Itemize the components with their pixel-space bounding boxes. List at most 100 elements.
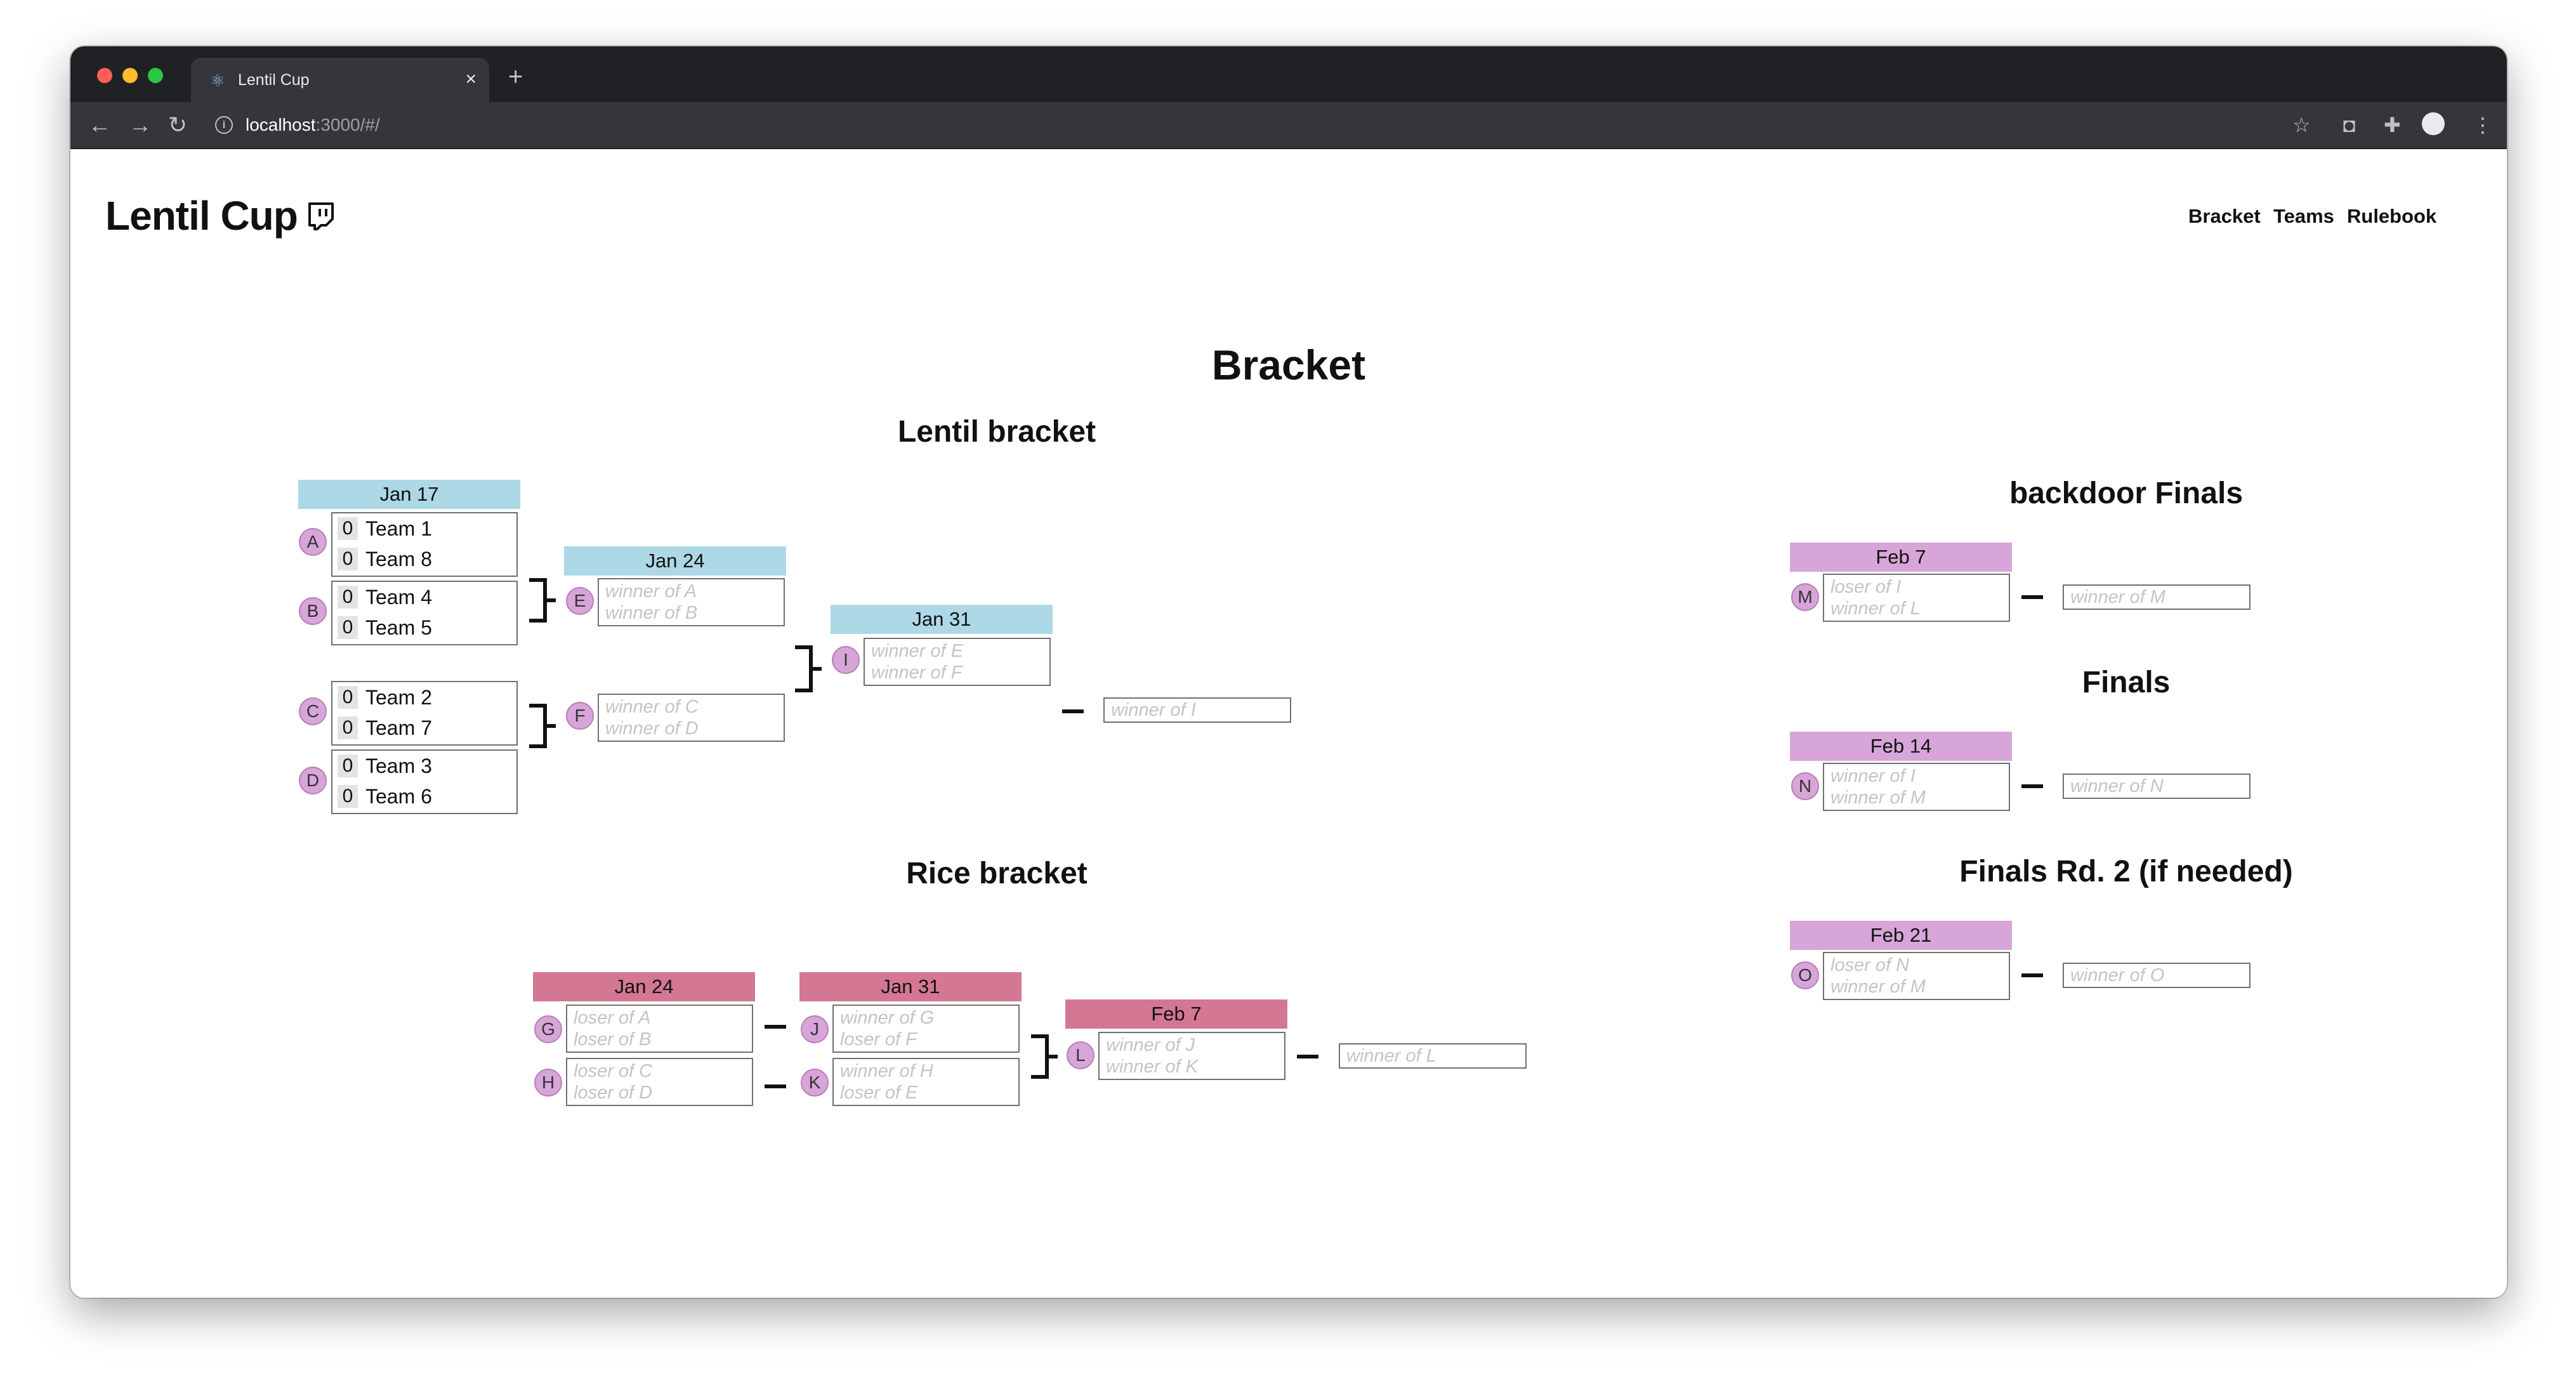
date-header: Jan 31: [831, 605, 1053, 634]
bracket-connector-tip: [546, 724, 556, 728]
date-header: Jan 31: [799, 972, 1022, 1001]
team-row: 0 Team 2: [338, 685, 432, 710]
forward-arrow-icon[interactable]: →: [129, 112, 152, 138]
finals-winner-box: winner of N: [2063, 774, 2251, 799]
site-title[interactable]: Lentil Cup: [105, 193, 298, 239]
team-name[interactable]: Team 1: [365, 517, 432, 540]
extensions-icon[interactable]: ✚: [2384, 114, 2401, 136]
team-name[interactable]: Team 6: [365, 784, 432, 808]
match-badge-b: B: [299, 597, 327, 625]
score: 0: [338, 686, 358, 709]
backdoor-finals-title: backdoor Finals: [2009, 477, 2244, 510]
match-e-box: winner of A winner of B: [598, 578, 785, 626]
match-f-box: winner of C winner of D: [598, 694, 785, 742]
bracket-connector: [1031, 1034, 1058, 1079]
match-l-box: winner of J winner of K: [1098, 1032, 1285, 1080]
slot-placeholder: winner of G: [840, 1008, 935, 1028]
twitch-icon[interactable]: [307, 201, 335, 230]
toolbar-divider: [70, 148, 2507, 149]
nav-rulebook-link[interactable]: Rulebook: [2347, 205, 2437, 227]
match-badge-k: K: [801, 1069, 829, 1097]
finals-rd2-title: Finals Rd. 2 (if needed): [1959, 855, 2293, 888]
match-n-box: winner of I winner of M: [1823, 763, 2010, 811]
tab-bar: ⚛ Lentil Cup × +: [70, 46, 2507, 102]
slot-placeholder: winner of O: [2070, 965, 2165, 986]
match-badge-h: H: [534, 1069, 562, 1097]
score: 0: [338, 548, 358, 570]
finals-title: Finals: [2082, 666, 2171, 699]
result-dash: [765, 1025, 786, 1029]
nav-bracket-link[interactable]: Bracket: [2188, 205, 2261, 227]
team-name[interactable]: Team 4: [365, 585, 432, 609]
menu-icon[interactable]: ⋮: [2473, 114, 2493, 136]
slot-placeholder: loser of N: [1830, 955, 1910, 975]
score: 0: [338, 616, 358, 639]
match-badge-n: N: [1791, 772, 1819, 800]
score: 0: [338, 755, 358, 777]
match-h-box: loser of C loser of D: [566, 1058, 753, 1106]
bracket-connector: [529, 578, 556, 623]
close-tab-icon[interactable]: ×: [465, 69, 476, 89]
slot-placeholder: winner of H: [840, 1061, 933, 1081]
result-dash: [1297, 1055, 1318, 1058]
slot-placeholder: winner of J: [1106, 1035, 1195, 1055]
slot-placeholder: winner of D: [605, 718, 699, 739]
team-name[interactable]: Team 2: [365, 685, 432, 709]
page-heading: Bracket: [1211, 341, 1366, 388]
team-name[interactable]: Team 5: [365, 616, 432, 639]
team-row: 0 Team 4: [338, 584, 432, 610]
match-badge-j: J: [801, 1015, 829, 1043]
result-dash: [2021, 595, 2043, 599]
new-tab-button[interactable]: +: [508, 63, 523, 91]
browser-tab[interactable]: ⚛ Lentil Cup ×: [191, 58, 489, 102]
profile-icon[interactable]: [2422, 112, 2445, 135]
match-m-box: loser of I winner of L: [1823, 574, 2010, 622]
slot-placeholder: loser of B: [574, 1029, 652, 1050]
match-badge-f: F: [566, 702, 594, 730]
browser-toolbar: ← → ↻ i localhost:3000/#/ ☆ ◘ ✚ ⋮: [70, 102, 2507, 148]
match-badge-m: M: [1791, 583, 1819, 611]
match-badge-e: E: [566, 587, 594, 615]
team-row: 0 Team 5: [338, 615, 432, 640]
rice-bracket-title: Rice bracket: [906, 857, 1088, 890]
minimize-window-icon[interactable]: [122, 68, 138, 83]
slot-placeholder: winner of N: [2070, 776, 2164, 796]
slot-placeholder: winner of C: [605, 697, 699, 717]
match-badge-l: L: [1067, 1041, 1094, 1069]
score: 0: [338, 586, 358, 609]
team-name[interactable]: Team 3: [365, 754, 432, 777]
address-bar[interactable]: i localhost:3000/#/: [215, 107, 2322, 143]
date-header: Feb 7: [1790, 543, 2012, 572]
team-name[interactable]: Team 8: [365, 547, 432, 570]
reload-icon[interactable]: ↻: [168, 112, 188, 138]
match-o-box: loser of N winner of M: [1823, 952, 2010, 1000]
browser-window: ⚛ Lentil Cup × + ← → ↻ i localhost:3000/…: [70, 46, 2507, 1298]
lentil-bracket-title: Lentil bracket: [897, 415, 1096, 449]
zoom-window-icon[interactable]: [148, 68, 163, 83]
pocket-icon[interactable]: ◘: [2343, 114, 2356, 136]
match-k-box: winner of H loser of E: [832, 1058, 1020, 1106]
match-badge-i: I: [832, 646, 860, 674]
url-text[interactable]: localhost:3000/#/: [246, 115, 380, 135]
team-name[interactable]: Team 7: [365, 716, 432, 739]
back-arrow-icon[interactable]: ←: [88, 112, 111, 138]
react-favicon-icon: ⚛: [210, 71, 225, 90]
backdoor-winner-box: winner of M: [2063, 584, 2251, 610]
match-badge-a: A: [299, 528, 327, 556]
nav-teams-link[interactable]: Teams: [2273, 205, 2334, 227]
result-dash: [765, 1084, 786, 1088]
slot-placeholder: loser of D: [574, 1083, 653, 1103]
match-badge-c: C: [299, 697, 327, 725]
score: 0: [338, 716, 358, 739]
star-icon[interactable]: ☆: [2292, 114, 2311, 136]
slot-placeholder: winner of K: [1106, 1057, 1199, 1077]
date-header: Feb 21: [1790, 921, 2012, 950]
url-path: :3000/#/: [315, 115, 380, 135]
date-header: Feb 7: [1065, 999, 1287, 1029]
close-window-icon[interactable]: [97, 68, 112, 83]
slot-placeholder: winner of F: [871, 663, 963, 683]
slot-placeholder: loser of F: [840, 1029, 917, 1050]
info-icon[interactable]: i: [215, 116, 233, 134]
